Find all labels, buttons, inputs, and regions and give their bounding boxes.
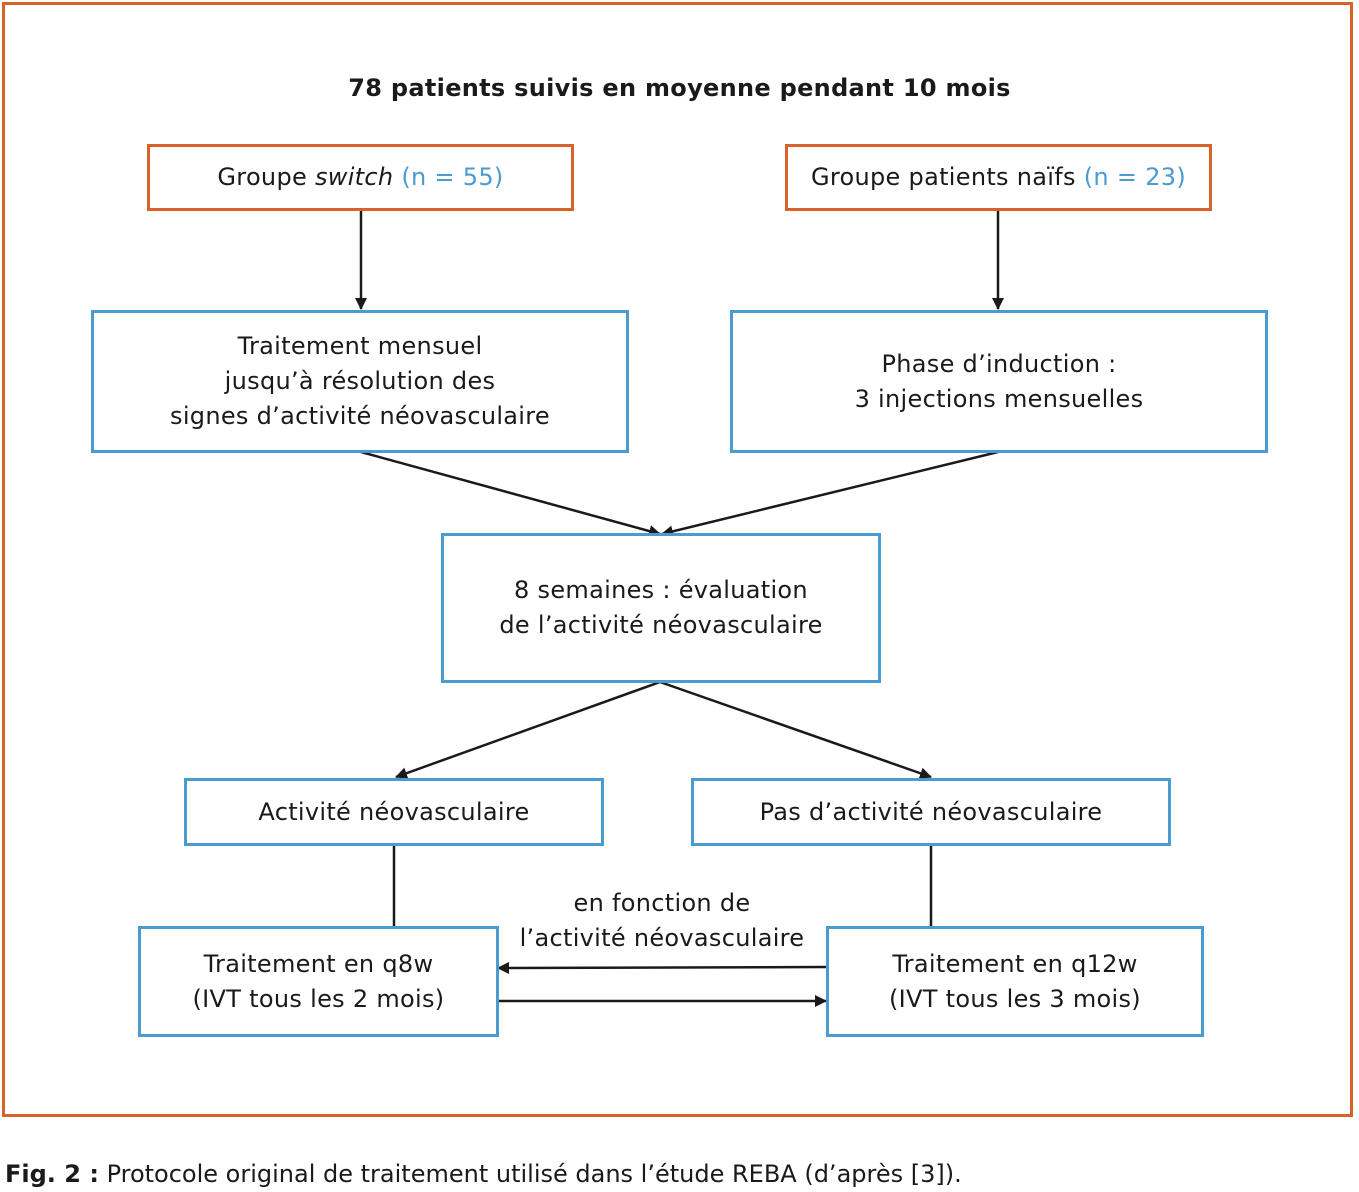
arrow-induction-to-evaluation [661, 450, 999, 538]
monthly-line-2: jusqu’à résolution des [224, 367, 496, 395]
edge-label-line-1: en fonction de [573, 889, 751, 917]
node-evaluation: 8 semaines : évaluation de l’activité né… [441, 533, 881, 683]
node-switch-group-text: Groupe switch (n = 55) [217, 160, 503, 195]
node-naive-group: Groupe patients naïfs (n = 23) [785, 144, 1212, 211]
induction-line-1: Phase d’induction : [881, 349, 1117, 378]
induction-line-2: 3 injections mensuelles [854, 384, 1144, 413]
naive-group-count: (n = 23) [1083, 163, 1187, 191]
arrow-q12w-to-q8w [497, 961, 828, 974]
node-naive-group-text: Groupe patients naïfs (n = 23) [811, 160, 1186, 195]
node-monthly-treatment: Traitement mensuel jusqu’à résolution de… [91, 310, 629, 453]
diagram-title: 78 patients suivis en moyenne pendant 10… [348, 74, 1011, 102]
naive-group-label: Groupe patients naïfs [810, 163, 1084, 191]
figure-frame [2, 2, 1353, 1117]
node-induction-phase: Phase d’induction : 3 injections mensuel… [730, 310, 1268, 453]
activity-label: Activité néovasculaire [258, 797, 530, 826]
monthly-line-3: signes d’activité néovasculaire [170, 402, 550, 430]
arrow-evaluation-to-activity [395, 680, 661, 779]
arrow-evaluation-to-no-activity [659, 680, 932, 780]
no-activity-label: Pas d’activité néovasculaire [759, 797, 1103, 826]
edge-label-line-2: l’activité néovasculaire [519, 924, 805, 952]
node-switch-group: Groupe switch (n = 55) [147, 144, 574, 211]
q12w-line-2: (IVT tous les 3 mois) [889, 984, 1141, 1013]
q12w-line-1: Traitement en q12w [892, 949, 1138, 978]
node-no-activity: Pas d’activité néovasculaire [691, 778, 1171, 846]
node-activity: Activité néovasculaire [184, 778, 604, 846]
monthly-line-1: Traitement mensuel [237, 332, 483, 360]
caption-text: Protocole original de traitement utilisé… [98, 1160, 962, 1188]
switch-group-italic: switch [314, 163, 394, 191]
caption-prefix: Fig. 2 : [5, 1160, 99, 1188]
switch-group-label: Groupe [217, 163, 315, 191]
q8w-line-2: (IVT tous les 2 mois) [192, 984, 445, 1013]
node-q8w: Traitement en q8w (IVT tous les 2 mois) [138, 926, 499, 1037]
figure-caption: Fig. 2 : Protocole original de traitemen… [5, 1160, 962, 1188]
arrow-monthly-to-evaluation [360, 450, 661, 537]
edge-label: en fonction de l’activité néovasculaire [500, 886, 824, 956]
evaluation-line-2: de l’activité néovasculaire [499, 611, 823, 639]
q8w-line-1: Traitement en q8w [203, 949, 434, 978]
switch-group-count: (n = 55) [401, 163, 504, 191]
evaluation-line-1: 8 semaines : évaluation [514, 576, 808, 604]
node-q12w: Traitement en q12w (IVT tous les 3 mois) [826, 926, 1204, 1037]
